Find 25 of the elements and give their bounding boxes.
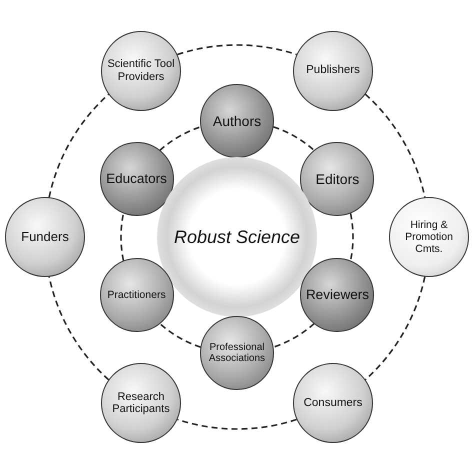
node-label: Consumers [302,396,364,410]
dashed-connector [177,418,297,430]
dashed-connector [273,322,315,348]
node-label: Practitioners [106,288,167,302]
node-label: Funders [20,230,70,244]
node-label: Authors [212,112,262,130]
center-title: Robust Science [172,226,302,248]
dashed-connector [159,126,201,152]
node-label: Scientific Tool Providers [106,58,176,84]
dashed-connector [273,126,315,152]
dashed-connector [364,276,426,380]
node-label: Research Participants [111,390,171,416]
node-label: Educators [105,171,168,187]
dashed-connector [48,94,110,198]
dashed-connector [120,213,124,261]
dashed-connector [159,322,201,348]
dashed-connector [350,213,354,261]
dashed-connector [48,276,110,380]
node-label: Hiring & Promotion Cmts. [404,218,454,256]
dashed-connector [177,44,297,56]
node-label: Publishers [305,64,361,78]
dashed-connector [364,94,426,198]
node-label: Professional Associations [208,342,266,364]
node-label: Editors [314,170,360,188]
node-label: Reviewers [304,287,370,303]
